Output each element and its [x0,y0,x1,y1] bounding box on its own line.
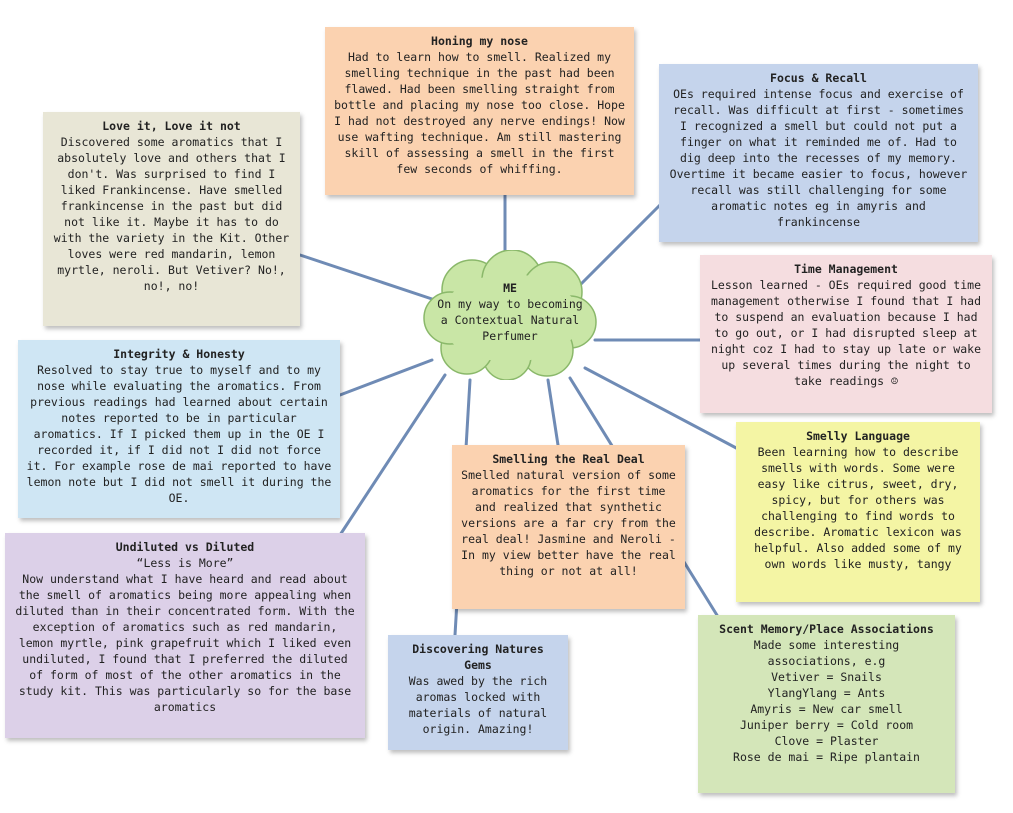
node-body: Now understand what I have heard and rea… [15,572,355,714]
association-item: Rose de mai = Ripe plantain [733,750,920,764]
node-body: Had to learn how to smell. Realized my s… [334,50,625,176]
node-title: Discovering Natures Gems [412,642,544,672]
association-item: Clove = Plaster [774,734,879,748]
node-title: Integrity & Honesty [113,347,245,361]
association-item: Amyris = New car smell [750,702,903,716]
node-body: Was awed by the rich aromas locked with … [408,674,548,736]
node-title: Focus & Recall [770,71,867,85]
center-title: ME [503,281,517,295]
node-smelly-language: Smelly Language Been learning how to des… [736,422,980,602]
cloud-shape [423,250,597,380]
node-honing-my-nose: Honing my nose Had to learn how to smell… [325,27,634,195]
node-title: Honing my nose [431,34,528,48]
connector-focus [578,203,662,287]
node-scent-memory: Scent Memory/Place Associations Made som… [698,615,955,793]
node-subtitle: “Less is More” [136,556,234,570]
node-title: Time Management [794,262,898,276]
node-title: Smelling the Real Deal [492,452,645,466]
node-integrity-honesty: Integrity & Honesty Resolved to stay tru… [18,340,340,518]
connector-integrity [338,358,434,397]
association-item: Juniper berry = Cold room [739,718,914,732]
node-body: Smelled natural version of some aromatic… [461,468,676,578]
connector-love [298,253,437,302]
node-body: OEs required intense focus and exercise … [669,87,968,229]
node-body: Lesson learned - OEs required good time … [710,278,982,388]
node-body: Been learning how to describe smells wit… [754,445,962,571]
connector-real-1 [546,378,560,447]
node-smelling-real-deal: Smelling the Real Deal Smelled natural v… [452,445,685,609]
node-discovering-gems: Discovering Natures Gems Was awed by the… [388,635,568,750]
node-body: Discovered some aromatics that I absolut… [53,135,290,293]
connector-undiluted [338,373,447,537]
node-undiluted-diluted: Undiluted vs Diluted “Less is More” Now … [5,533,365,738]
node-intro: Made some interesting associations, e.g [753,638,900,668]
node-title: Scent Memory/Place Associations [719,622,934,636]
node-body: Resolved to stay true to myself and to m… [26,363,332,505]
node-focus-recall: Focus & Recall OEs required intense focu… [659,64,978,242]
node-title: Smelly Language [806,429,910,443]
connector-smelly [583,366,742,452]
center-text: On my way to becoming a Contextual Natur… [437,297,583,343]
association-item: Vetiver = Snails [771,670,882,684]
node-time-management: Time Management Lesson learned - OEs req… [700,255,992,413]
node-love-it: Love it, Love it not Discovered some aro… [43,112,300,326]
node-title: Undiluted vs Diluted [115,540,255,554]
center-cloud-node: ME On my way to becoming a Contextual Na… [422,250,598,380]
node-title: Love it, Love it not [102,119,241,133]
association-item: YlangYlang = Ants [767,686,886,700]
